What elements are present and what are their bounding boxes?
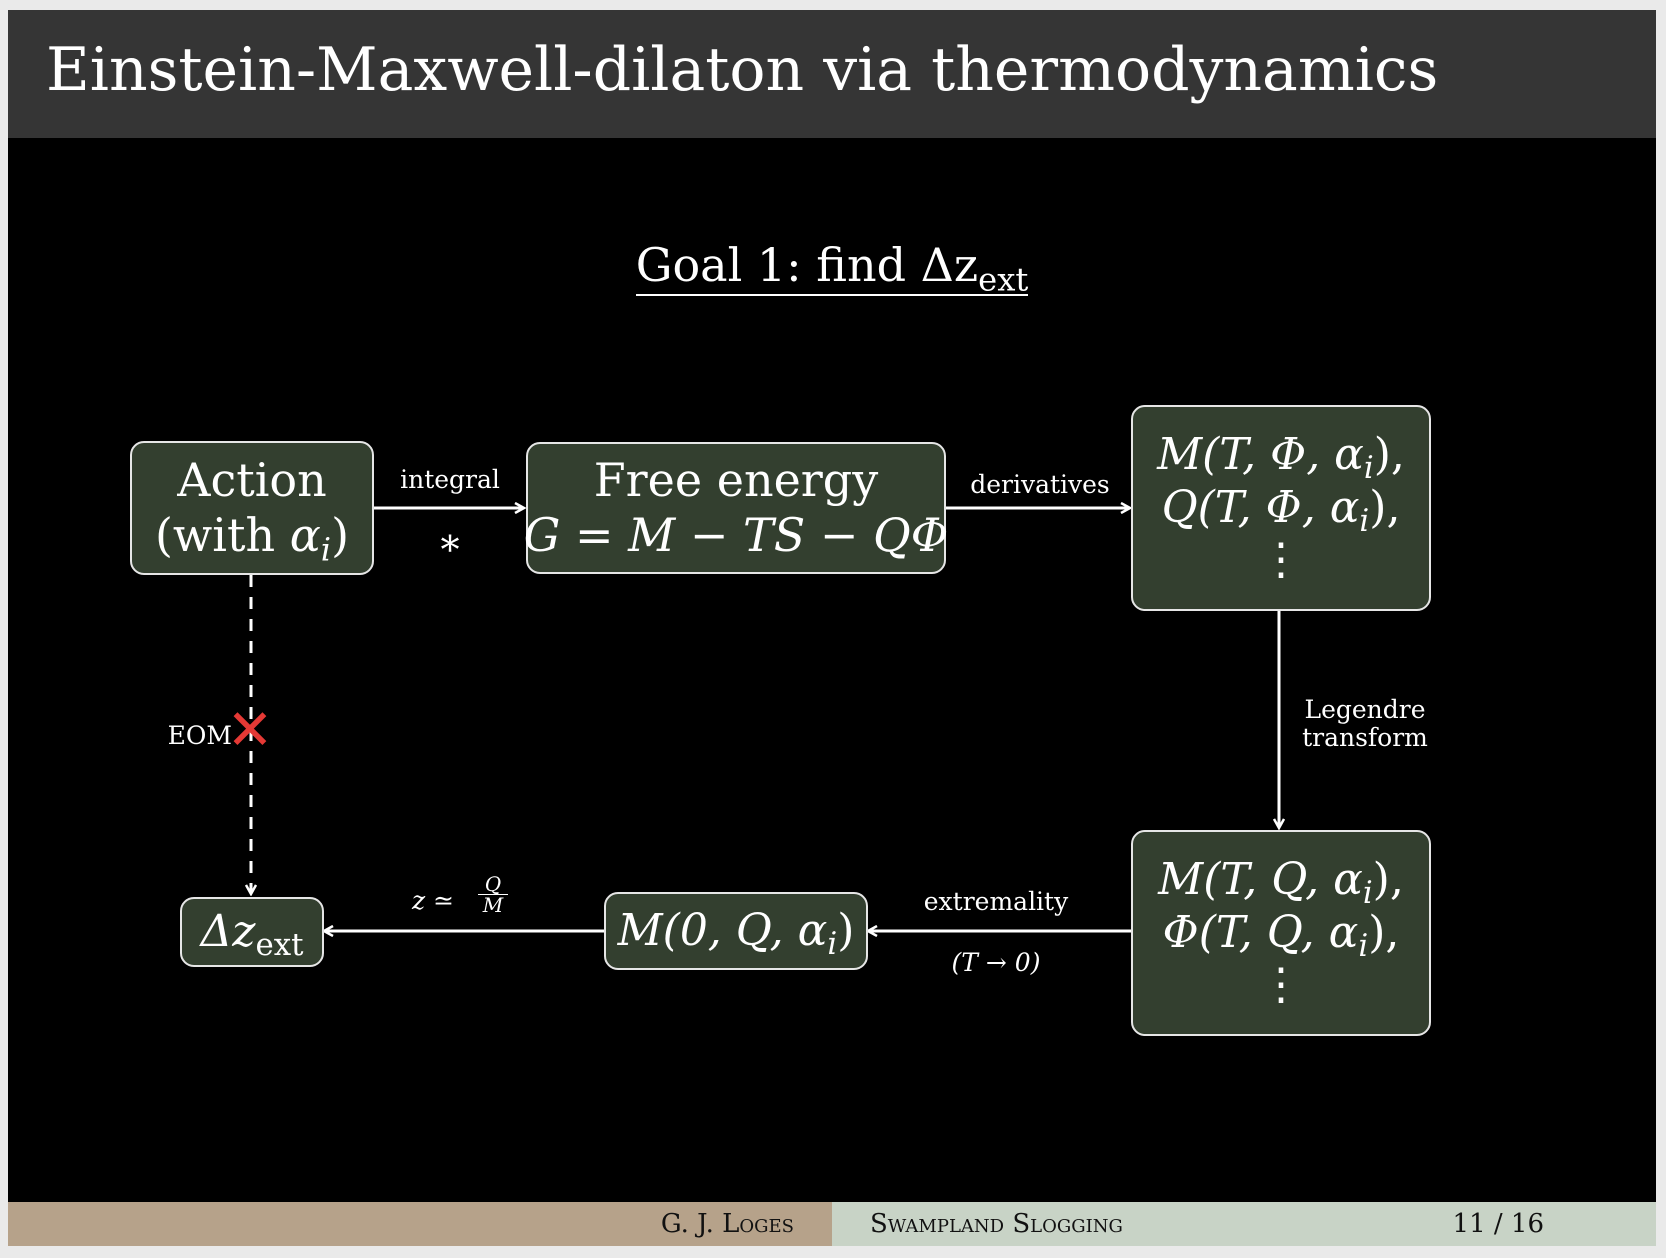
phi-of-t-q-sub: i — [1358, 927, 1369, 964]
z-ratio-denominator: M — [482, 893, 504, 917]
label-integral-star: ∗ — [437, 520, 463, 564]
m-of-t-phi-text: M(T, Φ, α — [1157, 428, 1364, 480]
m-zero-text: M(0, Q, α — [617, 904, 828, 956]
slide-title: Einstein-Maxwell-dilaton via thermodynam… — [46, 35, 1439, 105]
goal-underline: Goal 1: find Δzext — [635, 238, 1029, 299]
node-action: Action (with αi) — [130, 441, 374, 575]
m-of-t-phi-post: ), — [1373, 428, 1405, 480]
action-line2-pre: (with — [154, 508, 290, 562]
m-of-t-phi-sub: i — [1363, 450, 1374, 487]
node-m-zero: M(0, Q, αi) — [604, 892, 868, 970]
footer-right-panel: Swampland Slogging 11 / 16 — [832, 1202, 1656, 1246]
vdots-bottom: ⋮ — [1259, 959, 1303, 1011]
label-integral: integral — [400, 465, 500, 494]
label-legendre-line2: transform — [1302, 723, 1428, 752]
delta-z-ext-expr: Δzext — [200, 905, 304, 961]
m-zero-sub: i — [827, 925, 838, 962]
m-zero-post: ) — [837, 904, 855, 956]
m-of-t-q-sub: i — [1362, 875, 1373, 912]
arrows-layer — [8, 10, 1656, 1246]
vdots-top: ⋮ — [1259, 534, 1303, 586]
delta-z-text: Δz — [200, 905, 256, 957]
goal-text: Goal 1: find Δz — [635, 238, 979, 292]
footer-page-number: 11 / 16 — [1452, 1209, 1544, 1239]
phi-of-t-q: Φ(T, Q, αi), — [1162, 906, 1400, 962]
action-alpha-sub: i — [320, 530, 332, 569]
phi-of-t-q-text: Φ(T, Q, α — [1162, 906, 1359, 958]
node-m-phi-of-q: M(T, Q, αi), Φ(T, Q, αi), ⋮ — [1131, 830, 1431, 1036]
goal-subscript: ext — [978, 260, 1029, 299]
action-alpha: α — [289, 508, 321, 562]
label-t-to-zero: (T → 0) — [951, 948, 1041, 977]
footer-talk-title: Swampland Slogging — [870, 1209, 1123, 1239]
z-ratio-numerator: Q — [478, 874, 508, 895]
action-line2: (with αi) — [154, 508, 350, 566]
label-z-ratio: z ≃ Q M — [412, 874, 522, 924]
node-free-energy: Free energy G = M − TS − QΦ — [523, 442, 949, 574]
action-line1: Action — [177, 452, 327, 507]
m-of-t-q: M(T, Q, αi), — [1158, 853, 1404, 909]
q-of-t-phi-text: Q(T, Φ, α — [1161, 481, 1360, 533]
free-energy-label: Free energy — [593, 452, 879, 507]
node-delta-z-ext: Δzext — [180, 897, 324, 967]
footer-author: G. J. Loges — [8, 1202, 832, 1246]
eom-cross-icon: ✕ — [226, 698, 274, 763]
label-extremality: extremality — [923, 887, 1069, 916]
m-of-t-phi: M(T, Φ, αi), — [1157, 428, 1405, 484]
q-of-t-phi-post: ), — [1369, 481, 1401, 533]
label-eom: EOM — [167, 721, 232, 750]
slide-footer: G. J. Loges Swampland Slogging 11 / 16 — [8, 1202, 1656, 1246]
m-of-t-q-post: ), — [1372, 853, 1404, 905]
q-of-t-phi-sub: i — [1359, 502, 1370, 539]
free-energy-formula: G = M − TS − QΦ — [523, 508, 949, 562]
m-zero-expr: M(0, Q, αi) — [617, 904, 855, 960]
slide-header: Einstein-Maxwell-dilaton via thermodynam… — [8, 10, 1656, 138]
z-ratio-fraction: Q M — [478, 874, 508, 915]
label-legendre-line1: Legendre — [1304, 695, 1426, 724]
node-m-q-of-phi: M(T, Φ, αi), Q(T, Φ, αi), ⋮ — [1131, 405, 1431, 611]
label-derivatives: derivatives — [970, 470, 1110, 499]
q-of-t-phi: Q(T, Φ, αi), — [1161, 481, 1401, 537]
phi-of-t-q-post: ), — [1368, 906, 1400, 958]
m-of-t-q-text: M(T, Q, α — [1158, 853, 1363, 905]
label-legendre: Legendre transform — [1290, 696, 1440, 752]
action-line2-post: ) — [331, 508, 350, 562]
slide: Einstein-Maxwell-dilaton via thermodynam… — [8, 10, 1656, 1246]
goal-heading: Goal 1: find Δzext — [8, 238, 1656, 296]
z-ratio-lhs: z ≃ — [412, 886, 455, 915]
delta-z-sub: ext — [255, 926, 304, 963]
